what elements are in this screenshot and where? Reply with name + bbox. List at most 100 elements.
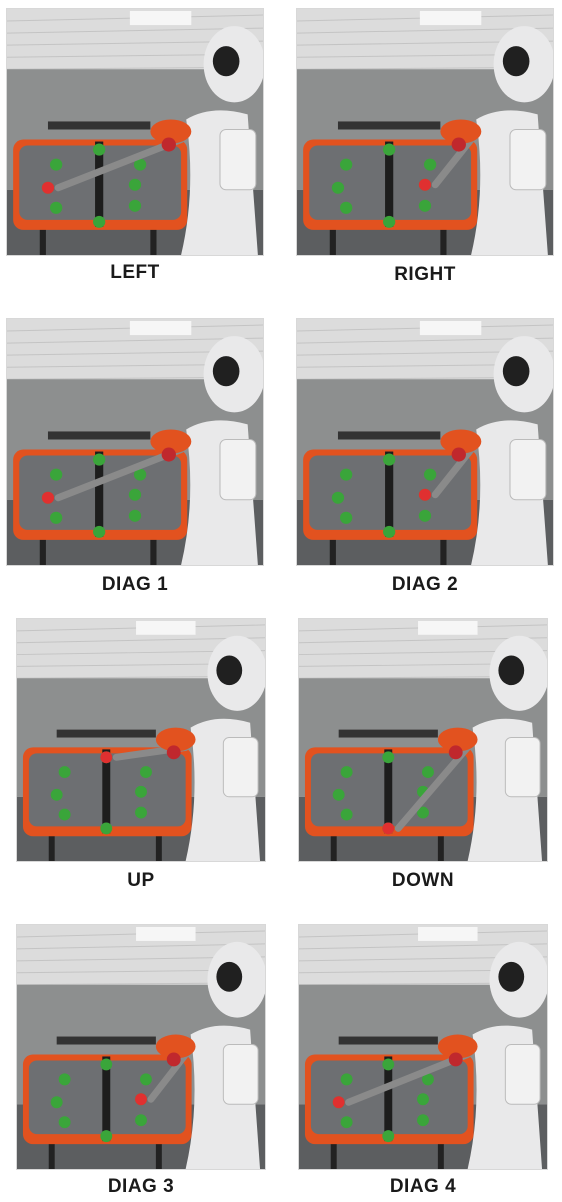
board-top-screen [56, 1036, 156, 1045]
panel-label-diag-1: DIAG 1 [101, 574, 169, 595]
ceiling-light [419, 321, 482, 336]
target-dot [133, 158, 147, 171]
active-target-dot [41, 181, 55, 194]
robot-eye [216, 961, 243, 992]
robot-shoulder-joint [166, 1052, 181, 1067]
active-target-dot [332, 1096, 345, 1109]
target-dot [128, 488, 142, 501]
target-dot [382, 1130, 395, 1143]
robot-photo-down [298, 618, 548, 862]
target-dot [423, 468, 437, 481]
target-dot [418, 509, 432, 522]
robot-shoulder-cap [150, 429, 192, 454]
target-dot [50, 468, 63, 481]
active-target-dot [41, 491, 55, 504]
stand-leg [48, 1124, 55, 1169]
target-dot [423, 158, 437, 171]
robot-eye [498, 655, 525, 686]
robot-arm [54, 136, 185, 192]
target-dot [383, 143, 396, 156]
ceiling-light [418, 620, 478, 635]
ceiling-tile-line [299, 943, 547, 950]
robot-eye [216, 655, 243, 686]
target-dot [417, 1114, 429, 1127]
ceiling-light [129, 11, 192, 26]
robot-shoulder-joint [166, 745, 181, 760]
stand-leg [39, 519, 46, 565]
target-dot [58, 1116, 71, 1129]
ceiling-tile-line [299, 637, 547, 644]
board-center-rail [95, 141, 104, 227]
robot-back-panel [509, 128, 547, 191]
target-dot [417, 806, 429, 819]
robot-shoulder-joint [451, 137, 466, 152]
target-dot [383, 453, 396, 466]
target-dot [100, 1058, 113, 1071]
robot-shoulder-joint [448, 1052, 463, 1067]
panel-label-left: LEFT [110, 262, 160, 283]
stand-leg [437, 816, 444, 861]
target-dot [340, 1073, 353, 1086]
board-top-screen [337, 431, 441, 440]
board-center-rail [95, 451, 104, 537]
target-dot [50, 158, 63, 171]
stand-leg [437, 1124, 444, 1169]
scene-drawing [297, 319, 553, 565]
target-dot [340, 158, 353, 171]
robot-shoulder-cap [440, 429, 482, 454]
target-dot [50, 1096, 63, 1109]
ceiling-tile-line [7, 27, 263, 34]
robot-shoulder-joint [451, 447, 466, 462]
target-dot [340, 468, 353, 481]
board-center-rail [385, 451, 394, 537]
panel-label-up: UP [127, 870, 155, 891]
stand-leg [330, 1124, 337, 1169]
robot-shoulder-cap [437, 727, 478, 752]
robot-photo-diag-2 [296, 318, 554, 566]
robot-photo-right [296, 8, 554, 256]
robot-eye [498, 961, 525, 992]
target-dot [382, 1058, 395, 1071]
active-target-dot [100, 751, 113, 764]
stand-leg [155, 1124, 162, 1169]
ceiling-tile-line [297, 337, 553, 344]
robot-eye [502, 356, 530, 387]
robot-arm [345, 1050, 472, 1106]
ceiling-light [136, 620, 196, 635]
target-dot [340, 808, 353, 821]
board-top-screen [47, 431, 151, 440]
active-target-dot [418, 488, 432, 501]
ceiling-tile-line [7, 337, 263, 344]
ceiling-tile-line [17, 943, 265, 950]
target-dot [340, 1116, 353, 1129]
robot-eye [212, 46, 240, 77]
robot-shoulder-joint [448, 745, 463, 760]
target-dot [140, 1073, 152, 1086]
stand-leg [330, 816, 337, 861]
active-target-dot [418, 178, 432, 191]
target-dot [133, 468, 147, 481]
target-dot [340, 766, 353, 779]
target-dot [382, 751, 395, 764]
target-dot [422, 1073, 434, 1086]
robot-back-panel [504, 1044, 541, 1105]
scene-drawing [299, 925, 547, 1169]
robot-photo-diag-3 [16, 924, 266, 1170]
target-dot [383, 525, 396, 538]
robot-photo-left [6, 8, 264, 256]
target-dot [50, 511, 63, 524]
robot-back-panel [504, 737, 541, 798]
target-dot [50, 788, 63, 801]
target-dot [58, 808, 71, 821]
board-top-screen [47, 121, 151, 130]
robot-eye [502, 46, 530, 77]
robot-eye [212, 356, 240, 387]
target-dot [128, 178, 142, 191]
scene-drawing [7, 9, 263, 255]
stand-leg [440, 519, 447, 565]
target-dot [340, 201, 353, 214]
target-dot [58, 766, 71, 779]
scene-drawing [17, 619, 265, 861]
active-target-dot [135, 1093, 147, 1106]
target-dot [418, 199, 432, 212]
